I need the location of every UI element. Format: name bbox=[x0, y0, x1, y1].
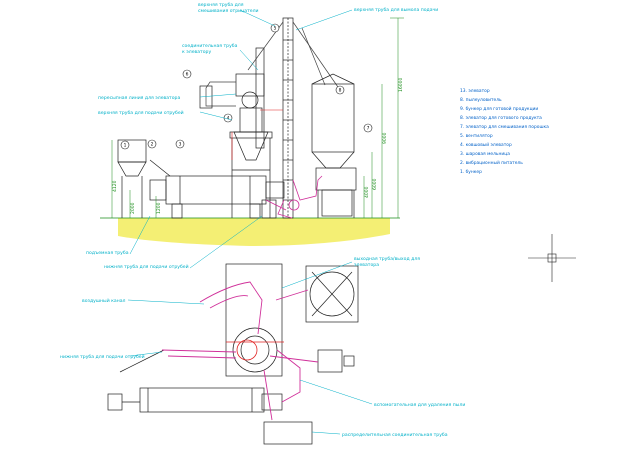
legend-item-5: 7. элеватор для смешивания порошка bbox=[460, 124, 549, 130]
callout-8 bbox=[335, 85, 345, 95]
label-upper-bran-pipe: верхняя труба для подачи отрубей bbox=[98, 109, 184, 116]
plan-silo-circle bbox=[309, 271, 355, 317]
dim-16000: 16000 bbox=[398, 78, 404, 92]
callout-label-7: 7 bbox=[367, 126, 370, 132]
callout-label-1: 1 bbox=[124, 143, 127, 149]
legend-item-10: 1. бункер bbox=[460, 168, 482, 175]
plan-frame bbox=[225, 263, 283, 377]
leader-lines-top bbox=[129, 9, 353, 269]
label-connecting-pipe-2: к элеватору bbox=[182, 50, 211, 55]
callout-label-2: 2 bbox=[151, 142, 154, 148]
plan-dust-unit bbox=[263, 421, 313, 445]
callout-label-8: 8 bbox=[339, 88, 342, 94]
label-lower-bran-pipe: нижняя труба для подачи отрубей bbox=[104, 263, 189, 270]
callout-label-4: 4 bbox=[227, 116, 230, 122]
plan-elevator-ring bbox=[232, 327, 278, 373]
label-lower-bran-pipe-plan: нижняя труба для подачи отрубей bbox=[60, 353, 145, 360]
plan-filter bbox=[317, 349, 343, 373]
label-transfer-line: пересыпная линия для элеватора bbox=[98, 96, 180, 101]
dim-4000: 4000 bbox=[364, 186, 370, 198]
fan-housing bbox=[235, 73, 265, 97]
callout-label-5: 5 bbox=[274, 26, 277, 32]
callout-5 bbox=[270, 23, 280, 33]
dim-1200: 1200 bbox=[156, 202, 162, 214]
labels-bottom: выходная труба/выход для элеватора возду… bbox=[60, 256, 465, 438]
fan bbox=[241, 91, 259, 109]
labels-top-left: верхняя труба для смешивания отрицатели … bbox=[86, 2, 259, 270]
callout-3 bbox=[175, 139, 185, 149]
leader-lines-bottom bbox=[127, 261, 373, 435]
dim-2000: 2000 bbox=[130, 202, 136, 214]
label-top-right-pipe: верхняя труба для вымола подачи bbox=[354, 7, 438, 13]
cyclone-cone bbox=[233, 131, 269, 161]
dim-4120: 4120 bbox=[112, 180, 118, 192]
callout-label-3: 3 bbox=[179, 142, 182, 148]
label-outlet-pipe: выходная труба/выход для bbox=[354, 256, 420, 262]
elevator-ladder bbox=[283, 39, 293, 201]
label-lift-pipe: подъемная труба bbox=[86, 250, 129, 256]
dim-6000: 6000 bbox=[372, 178, 378, 190]
callout-7 bbox=[363, 123, 373, 133]
powder-elevator bbox=[255, 47, 265, 149]
ball-mill bbox=[165, 175, 267, 205]
legend-item-1: 13. элеватор bbox=[460, 88, 490, 94]
label-top-mixing-pipe: верхняя труба для bbox=[198, 2, 244, 8]
plan-ball-mill bbox=[139, 387, 265, 413]
label-outlet-pipe-2: элеватора bbox=[354, 263, 379, 268]
legend-item-2: 8. пылеуловитель bbox=[460, 97, 502, 103]
legend-item-6: 5. вентилятор bbox=[460, 133, 493, 139]
legend-item-4: 8. элеватор для готового продукта bbox=[460, 115, 542, 121]
label-distribution-pipe: распределительная соединительная труба bbox=[342, 432, 448, 438]
legend-item-9: 2. вибрационный питатель bbox=[460, 159, 523, 166]
label-connecting-pipe: соединительная труба bbox=[182, 43, 238, 49]
plan-silo-square bbox=[305, 265, 359, 323]
ground-fill bbox=[118, 218, 390, 246]
dim-9000: 9000 bbox=[382, 132, 388, 144]
label-top-mixing-pipe-2: смешивания отрицатели bbox=[198, 9, 259, 14]
legend-item-3: 9. бункер для готовой продукции bbox=[460, 105, 538, 112]
product-silo bbox=[311, 83, 355, 153]
callout-label-6: 6 bbox=[186, 72, 189, 78]
legend-item-7: 4. ковшовый элеватор bbox=[460, 141, 512, 148]
legend-item-8: 3. шаровая мельница bbox=[460, 151, 510, 157]
elevation-view bbox=[117, 17, 357, 219]
callout-2 bbox=[147, 139, 157, 149]
pipes-elevation bbox=[265, 175, 323, 219]
callout-group-elevation bbox=[120, 23, 373, 150]
label-dust-removal: вспомогательная для удаления пыли bbox=[374, 403, 465, 408]
label-air-duct: воздушный канал bbox=[82, 297, 126, 304]
crosshair-cursor-icon bbox=[528, 234, 576, 282]
pipes-plan bbox=[161, 281, 319, 421]
callout-6 bbox=[182, 69, 192, 79]
legend: 13. элеватор 8. пылеуловитель 9. бункер … bbox=[460, 88, 549, 175]
plan-red-ring bbox=[236, 339, 258, 361]
callout-1 bbox=[120, 140, 130, 150]
dimension-lines bbox=[111, 17, 404, 218]
